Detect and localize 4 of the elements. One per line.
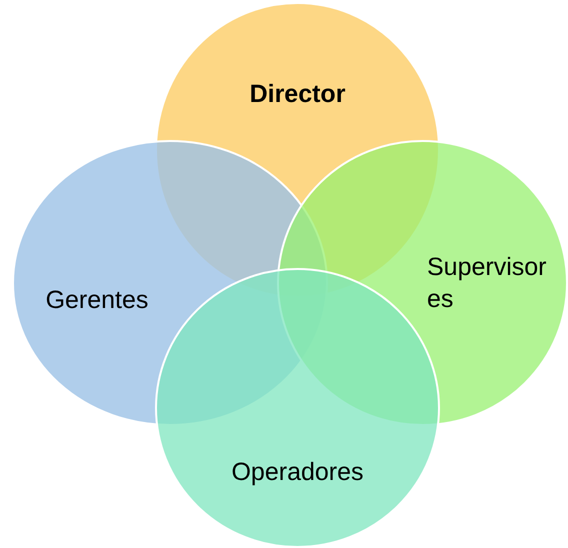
set-label: Gerentes [44, 285, 150, 316]
set-label: Operadores [230, 457, 365, 488]
set-label: Supervisores [427, 252, 548, 315]
set-label: Director [248, 79, 346, 110]
